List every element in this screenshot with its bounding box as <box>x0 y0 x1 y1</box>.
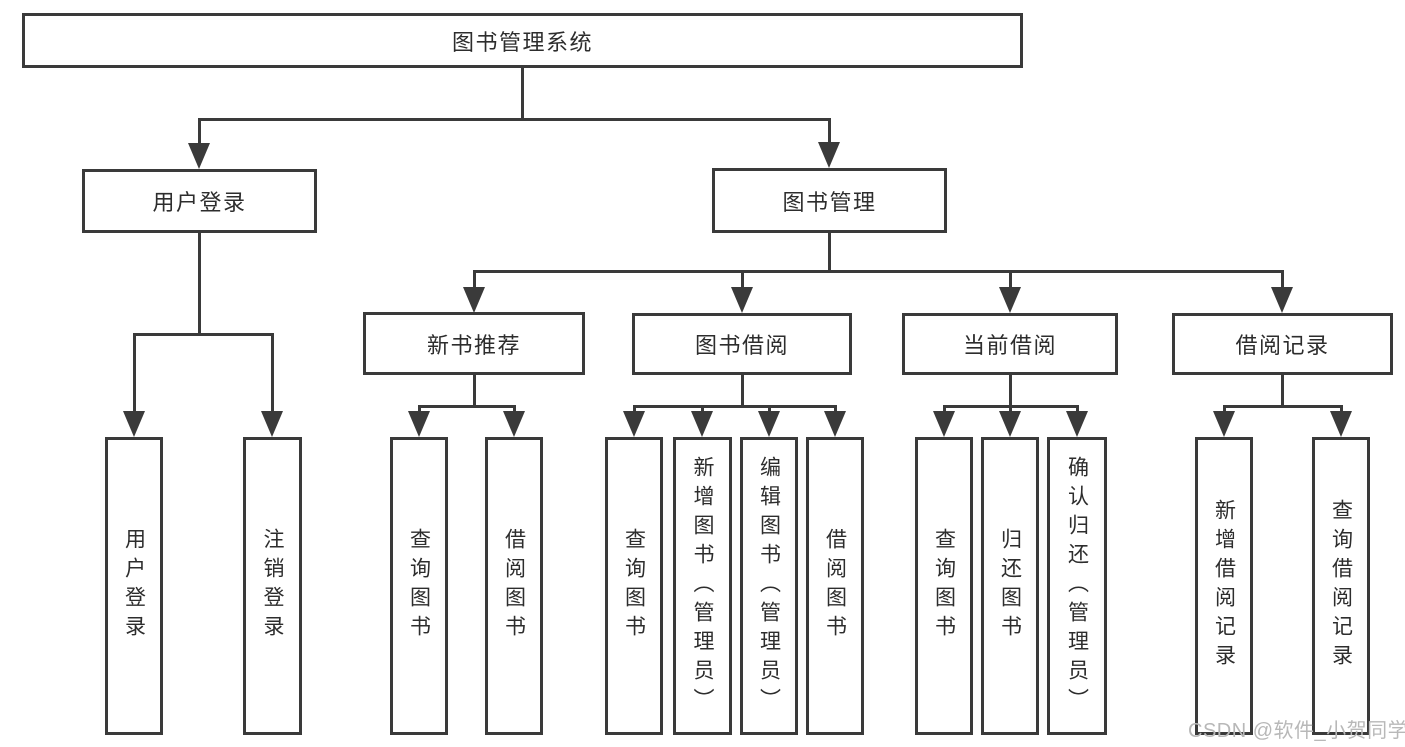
arrowhead-down-icon <box>933 411 955 437</box>
connector-vline <box>133 333 136 413</box>
arrowhead-down-icon <box>503 411 525 437</box>
connector-vline <box>943 405 946 414</box>
arrowhead-down-icon <box>188 143 210 169</box>
connector-vline <box>1340 405 1343 414</box>
connector-vline <box>741 375 744 408</box>
leaf-add-borrow-record: 新增借阅记录 <box>1195 437 1253 735</box>
connector-vline <box>473 270 476 291</box>
node-book-borrowing: 图书借阅 <box>632 313 852 375</box>
leaf-query-borrow-record: 查询借阅记录 <box>1312 437 1370 735</box>
arrowhead-down-icon <box>731 287 753 313</box>
connector-vline <box>1223 405 1226 414</box>
node-new-book-recommend-label: 新书推荐 <box>426 332 521 358</box>
node-borrowing-records-label: 借阅记录 <box>1235 333 1330 358</box>
connector-vline <box>828 233 831 273</box>
node-user-login: 用户登录 <box>82 169 317 233</box>
node-book-borrowing-label: 图书借阅 <box>694 333 789 358</box>
node-current-borrowing: 当前借阅 <box>902 313 1118 375</box>
node-library-system-label: 图书管理系统 <box>451 29 593 55</box>
csdn-watermark: CSDN @软件_小贺同学 <box>1188 720 1405 742</box>
arrowhead-down-icon <box>818 142 840 168</box>
node-book-management: 图书管理 <box>712 168 947 233</box>
leaf-borrow-books-2-label: 借阅图书 <box>823 528 847 644</box>
connector-vline <box>768 405 771 414</box>
connector-vline <box>1281 270 1284 291</box>
arrowhead-down-icon <box>999 287 1021 313</box>
leaf-add-borrow-record-label: 新增借阅记录 <box>1212 499 1236 673</box>
arrowhead-down-icon <box>408 411 430 437</box>
arrowhead-down-icon <box>758 411 780 437</box>
node-book-management-label: 图书管理 <box>782 189 877 215</box>
connector-hline <box>473 270 1283 273</box>
leaf-query-books-3-label: 查询图书 <box>932 528 956 644</box>
connector-vline <box>1076 405 1079 414</box>
arrowhead-down-icon <box>1271 287 1293 313</box>
connector-vline <box>1281 375 1284 408</box>
connector-vline <box>1009 405 1012 414</box>
leaf-borrow-books-2: 借阅图书 <box>806 437 864 735</box>
node-user-login-label: 用户登录 <box>152 190 247 215</box>
leaf-return-books: 归还图书 <box>981 437 1039 735</box>
connector-hline <box>418 405 515 408</box>
connector-vline <box>834 405 837 414</box>
leaf-edit-books-admin-label: 编辑图书（管理员） <box>757 455 781 717</box>
connector-vline <box>633 405 636 414</box>
connector-hline <box>943 405 1078 408</box>
leaf-query-borrow-record-label: 查询借阅记录 <box>1329 499 1353 673</box>
connector-vline <box>198 118 201 145</box>
leaf-borrow-books-1-label: 借阅图书 <box>502 528 526 644</box>
connector-vline <box>741 270 744 291</box>
arrowhead-down-icon <box>1066 411 1088 437</box>
arrowhead-down-icon <box>261 411 283 437</box>
arrowhead-down-icon <box>1213 411 1235 437</box>
node-library-system: 图书管理系统 <box>22 13 1023 68</box>
arrowhead-down-icon <box>623 411 645 437</box>
connector-vline <box>271 333 274 413</box>
connector-hline <box>198 118 830 121</box>
leaf-logout-label: 注销登录 <box>261 528 284 644</box>
arrowhead-down-icon <box>824 411 846 437</box>
leaf-return-books-label: 归还图书 <box>998 528 1022 644</box>
leaf-query-books-2-label: 查询图书 <box>622 528 646 644</box>
connector-hline <box>133 333 273 336</box>
arrowhead-down-icon <box>123 411 145 437</box>
connector-vline <box>418 405 421 414</box>
node-current-borrowing-label: 当前借阅 <box>962 333 1057 358</box>
arrowhead-down-icon <box>691 411 713 437</box>
leaf-confirm-return-admin: 确认归还（管理员） <box>1047 437 1107 735</box>
connector-vline <box>198 233 201 336</box>
leaf-logout: 注销登录 <box>243 437 302 735</box>
leaf-add-books-admin-label: 新增图书（管理员） <box>691 455 714 717</box>
connector-hline <box>633 405 836 408</box>
arrowhead-down-icon <box>1330 411 1352 437</box>
leaf-user-login: 用户登录 <box>105 437 163 735</box>
connector-vline <box>828 118 831 144</box>
connector-vline <box>701 405 704 414</box>
leaf-confirm-return-admin-label: 确认归还（管理员） <box>1065 455 1089 717</box>
leaf-borrow-books-1: 借阅图书 <box>485 437 543 735</box>
leaf-edit-books-admin: 编辑图书（管理员） <box>740 437 798 735</box>
connector-hline <box>1223 405 1342 408</box>
leaf-add-books-admin: 新增图书（管理员） <box>673 437 732 735</box>
leaf-query-books-1: 查询图书 <box>390 437 448 735</box>
connector-vline <box>513 405 516 414</box>
arrowhead-down-icon <box>463 287 485 313</box>
node-borrowing-records: 借阅记录 <box>1172 313 1393 375</box>
node-new-book-recommend: 新书推荐 <box>363 312 585 375</box>
leaf-query-books-1-label: 查询图书 <box>407 528 431 644</box>
leaf-query-books-2: 查询图书 <box>605 437 663 735</box>
leaf-query-books-3: 查询图书 <box>915 437 973 735</box>
arrowhead-down-icon <box>999 411 1021 437</box>
leaf-user-login-label: 用户登录 <box>122 528 146 644</box>
connector-vline <box>1009 375 1012 408</box>
connector-vline <box>473 375 476 408</box>
connector-vline <box>521 68 524 121</box>
connector-vline <box>1009 270 1012 291</box>
